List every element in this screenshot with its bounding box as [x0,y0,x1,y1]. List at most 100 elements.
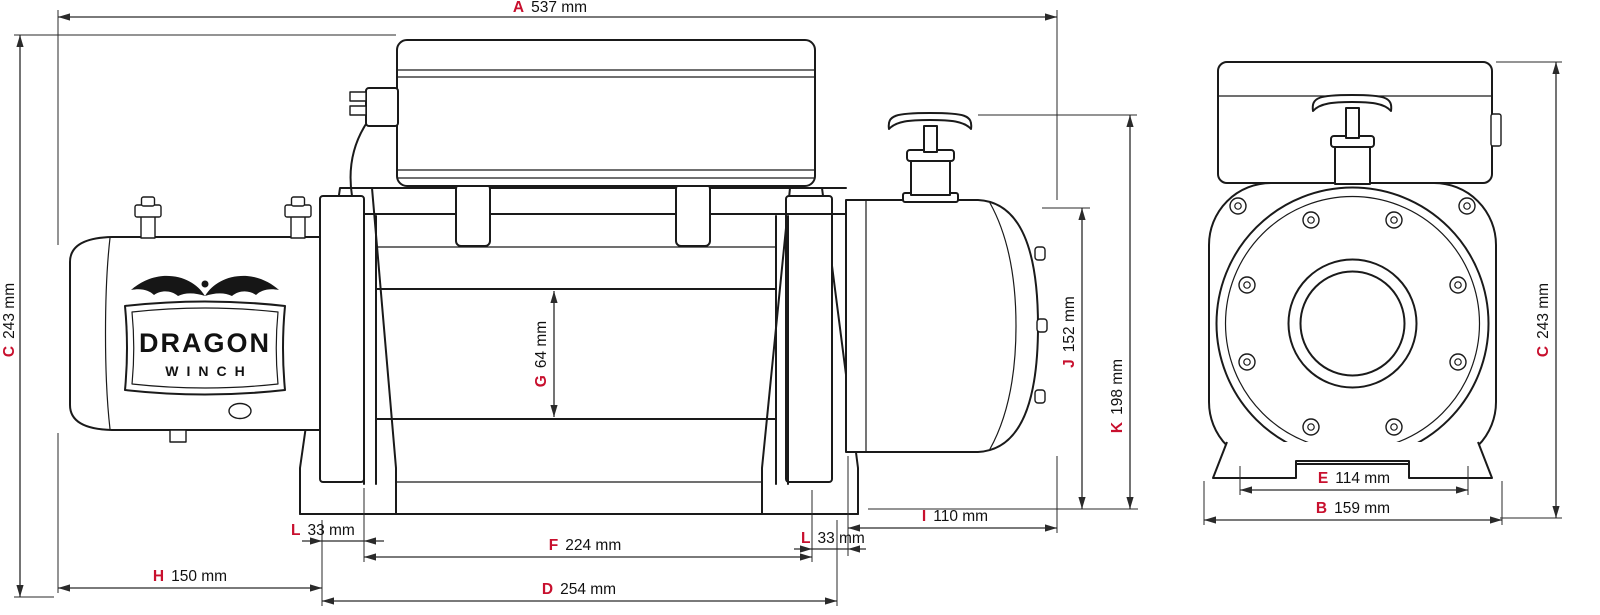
control-box [349,39,816,197]
dim-letter: I [922,508,926,525]
brand-subname: WINCH [165,363,252,379]
clutch-lever-front [1311,94,1393,185]
dim-value: 254 mm [560,581,616,598]
dim-value: 243 mm [1535,283,1552,339]
bolt-center [1243,281,1251,289]
bolt [1238,276,1256,294]
housing-bolts [1229,197,1476,436]
terminal-stem [140,215,156,239]
housing-lug-1 [1034,246,1046,261]
dimension-B: B 159 mm [1204,500,1502,524]
clutch-rod-front [1345,107,1360,139]
clutch-handle [887,112,973,130]
dimension-K: K 198 mm [1109,115,1134,509]
terminal-tip [140,196,156,207]
dim-letter: J [1061,359,1078,368]
bolt-head [1385,211,1403,229]
gear-housing-cap-seam [989,202,1017,450]
clutch-handle-front [1311,94,1393,112]
dragon-wings-icon [131,275,279,296]
clutch-body [910,158,951,196]
brand-badge: DRAGON WINCH [124,275,286,396]
dimension-label: G64 mm [533,321,550,387]
dim-value: 33 mm [307,522,354,539]
bearing-plate-left [319,195,365,483]
control-box-lid-seam [396,69,816,78]
bolt-head [1302,211,1320,229]
terminal-tip [290,196,306,207]
dim-value: 537 mm [531,0,587,16]
bolt-center [1454,281,1462,289]
bolt-head [1449,353,1467,371]
bolt-center [1234,202,1242,210]
tie-bar-clamp-right [675,183,711,247]
dim-letter: F [549,537,558,554]
dimension-label: I 110 mm [922,508,988,525]
dim-value: 159 mm [1334,500,1390,517]
motor-foot-nub [169,429,187,443]
side-tab [1490,113,1502,147]
drum-barrel [375,288,777,420]
dim-letter: E [1318,470,1328,487]
dim-letter: K [1109,421,1126,433]
bolt-center [1463,202,1471,210]
dim-value: 224 mm [565,537,621,554]
tie-bar-clamp-left [455,183,491,247]
cable-connector [365,87,399,127]
bolt-head [1238,353,1256,371]
bolt [1302,418,1320,436]
badge-frame-outer [124,300,286,396]
dimension-I: I 110 mm [848,508,1057,532]
dimension-C-side: C243 mm [1,35,24,597]
bolt-head [1229,197,1247,215]
dim-value: 114 mm [1335,470,1390,487]
dimensions: A 537 mm C243 mm G64 mm J152 mm K 198 mm I… [1,0,1560,605]
dimension-F: F 224 mm [364,537,812,561]
dim-letter: A [513,0,524,16]
bolt [1229,197,1247,215]
motor-terminal-1 [134,196,162,239]
dimension-label: J152 mm [1061,296,1078,368]
bolt-head [1449,276,1467,294]
badge-frame-inner [131,307,279,389]
motor-endcap-seam [104,237,111,430]
hub-bore-outer [1287,258,1418,389]
bolt-center [1390,423,1398,431]
front-view [1208,61,1502,479]
bolt-head [1302,418,1320,436]
dim-value: 150 mm [171,568,227,585]
dimension-label: F 224 mm [549,537,621,554]
bolt [1302,211,1320,229]
control-cable [349,123,367,197]
bolt-center [1454,358,1462,366]
side-view: DRAGON WINCH [69,39,1048,515]
clutch-rod [923,125,938,153]
dimension-label: C243 mm [1535,283,1552,357]
gear-housing-body [845,199,1039,453]
dim-value: 243 mm [1,283,18,339]
connector-pin-1 [349,91,367,102]
dimension-label: A 537 mm [513,0,587,16]
bolt-head [1458,197,1476,215]
gear-housing [845,199,1048,453]
bolt [1449,276,1467,294]
dim-letter: B [1316,500,1327,517]
control-box-body [396,39,816,187]
bolt-center [1390,216,1398,224]
tie-bars [363,187,847,215]
ext-c-front [1496,61,1562,519]
drum-flange-left [363,215,377,485]
hub-bore-inner [1299,270,1406,377]
dim-value: 110 mm [933,508,988,525]
housing-lug-3 [1034,389,1046,404]
dim-value: 33 mm [817,530,864,547]
dim-value: 198 mm [1109,359,1126,415]
bolt-head [1238,276,1256,294]
